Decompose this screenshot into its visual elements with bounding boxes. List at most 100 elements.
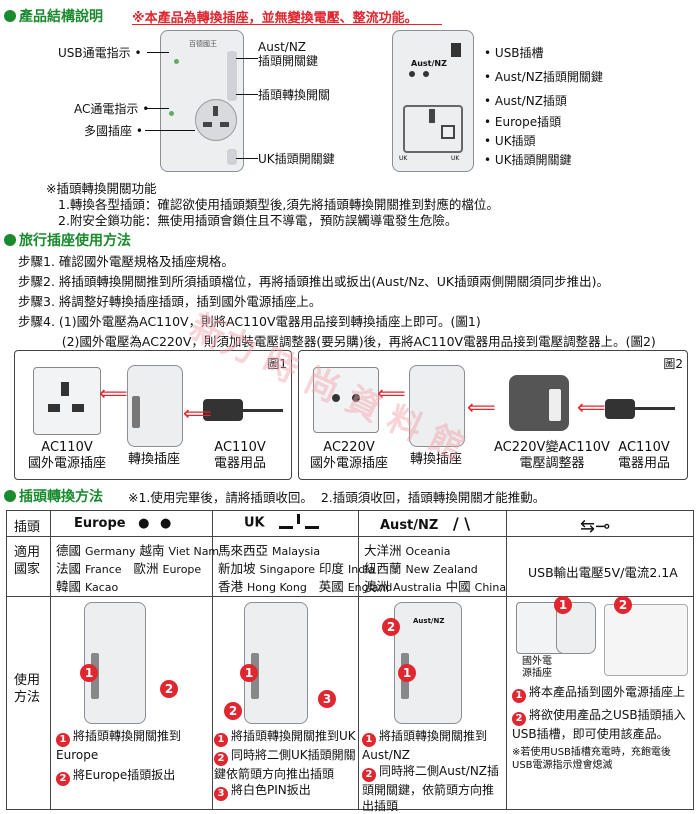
plug-area-icon: [403, 105, 463, 153]
fig2-label-appliance: AC110V 電器用品: [618, 440, 671, 471]
figure-2-tag: 圖2: [663, 357, 683, 371]
fig2-label-wall: AC220V 國外電源插座: [310, 440, 389, 471]
label-aus-plug: • Aust/NZ插頭: [484, 94, 567, 108]
cord-icon: [243, 409, 283, 412]
usb-output-spec: USB輸出電壓5V/電流2.1A: [528, 565, 678, 580]
method-aus-device: Aust/NZ: [394, 602, 462, 724]
fig2-label-converter: AC220V變AC110V 電壓調整器: [494, 440, 610, 471]
label-usb-slot: • USB插槽: [484, 46, 544, 60]
usb-charge-note: ※若使用USB插槽充電時，充飽電後USB電源指示燈會熄滅: [512, 747, 671, 771]
arrow-left-icon: ⟸: [377, 381, 406, 405]
cord-icon: [635, 407, 675, 410]
countries-uk: 馬來西亞 Malaysia 新加坡 Singapore 印度 India 香港 …: [218, 543, 393, 594]
warning-text: ※本產品為轉換插座，並無變換電壓、整流功能。: [132, 11, 418, 26]
device-model-label: Aust/NZ: [413, 617, 445, 625]
label-uk-plug: • UK插頭: [484, 134, 536, 148]
plug-table: [6, 510, 694, 810]
note-title: ※插頭轉換開關功能: [46, 181, 157, 196]
step-2: 步驟2. 將插頭轉換開關推到所須插頭檔位，再將插頭推出或扳出(Aust/Nz、U…: [18, 274, 610, 289]
adapter-back-view: Aust/NZ UK UK: [392, 30, 474, 172]
arrow-left-icon: ⟸: [467, 395, 496, 419]
label-plug-switch: 插頭轉換開關: [258, 88, 331, 102]
usb-adapter-device: [556, 602, 596, 654]
label-usb-indicator: USB通電指示 •: [58, 46, 142, 60]
usb-led-icon: [174, 59, 179, 64]
bullet-icon: [4, 10, 16, 22]
device-brand: 百德國王: [189, 40, 217, 48]
label-uk-switch-left: UK插頭開關鍵: [258, 152, 335, 166]
aus-plug-icon: / \: [452, 514, 471, 533]
uk-mark-right: UK: [451, 155, 460, 162]
arrow-left-icon: ⟸: [99, 381, 128, 405]
label-multi-socket: 多國插座 •: [84, 124, 143, 138]
col-header-aus: Aust/NZ / \: [380, 514, 471, 533]
uk-mark: UK: [399, 155, 408, 162]
usb-icon: ⇆⊸: [580, 516, 611, 537]
fig1-label-adapter: 轉換插座: [128, 452, 181, 467]
step-badge-2: 2: [614, 596, 632, 614]
uk-switch-icon: [227, 149, 237, 165]
step-badge-3: 3: [318, 690, 336, 708]
step-badge-2: 2: [382, 618, 400, 636]
plug-icon: [203, 399, 243, 421]
section-usage-title: 旅行插座使用方法: [4, 230, 131, 250]
row-header-country: 適用 國家: [14, 545, 41, 577]
adapter-icon: [127, 365, 183, 447]
step-badge-2: 2: [224, 702, 242, 720]
countries-aus: 大洋洲 Oceania 紐西蘭 New Zealand 澳洲 Australia…: [364, 543, 507, 594]
step-4-2: (2)國外電壓為AC220V，則須加裝電壓調整器(要另購)後，再將AC110V電…: [18, 334, 656, 349]
slider-icon: [227, 51, 237, 101]
note-1: 1.轉換各型插頭：確認欲使用插頭類型後,須先將插頭轉換開關推到對應的檔位。: [58, 197, 499, 212]
countries-europe: 德國 Germany 越南 Viet Nam 法國 France 歐洲 Euro…: [56, 543, 220, 594]
uk-plug-icon: [277, 514, 321, 532]
section3-note: ※1.使用完畢後，請將插頭收回。 2.插頭須收回，插頭轉換開關才能推動。: [128, 490, 546, 505]
label-ac-indicator: AC通電指示 •: [74, 102, 150, 116]
fig1-label-wall: AC110V 國外電源插座: [28, 440, 107, 471]
figure-1-tag: 圖1: [267, 357, 287, 371]
step-badge-1: 1: [240, 664, 258, 682]
method-europe-device: [84, 602, 146, 724]
row-header-method: 使用 方法: [14, 673, 41, 705]
label-aus-switch-right: • Aust/NZ插頭開關鍵: [484, 70, 603, 84]
plug-icon: [605, 399, 635, 419]
wall-socket-icon: [33, 367, 101, 435]
arrow-left-icon: ⟸: [577, 395, 606, 419]
label-aus-switch-left: Aust/NZ 插頭開關鍵: [258, 40, 319, 68]
label-uk-switch-right: • UK插頭開關鍵: [484, 153, 572, 167]
step-badge-1: 1: [80, 664, 98, 682]
ac-led-icon: [169, 111, 174, 116]
section-plug-switch-title: 插頭轉換方法: [4, 486, 103, 506]
step-4-1: 步驟4. (1)國外電壓為AC110V，則將AC110V電器用品接到轉換插座上即…: [18, 314, 481, 329]
row-header-plug: 插頭: [14, 520, 41, 535]
bullet-icon: [4, 490, 16, 502]
step-badge-1: 1: [398, 664, 416, 682]
step-1: 步驟1. 確認國外電壓規格及插座規格。: [18, 254, 234, 269]
warning-underline: [132, 24, 442, 25]
bullet-icon: [4, 234, 16, 246]
step-badge-1: 1: [554, 596, 572, 614]
note-2: 2.附安全鎖功能：無使用插頭會鎖住且不導電，預防誤觸導電發生危險。: [58, 213, 458, 228]
method-uk-device: [244, 602, 308, 724]
figure-1: 圖1 ⟸ ⟸: [14, 350, 292, 480]
arrow-left-icon: ⟸: [183, 401, 212, 425]
step-3: 步驟3. 將調整好轉換插座插頭，插到國外電源插座上。: [18, 294, 322, 309]
voltage-converter-icon: [509, 375, 569, 431]
step-badge-2: 2: [160, 680, 178, 698]
usb-device-closeup: [604, 604, 688, 676]
adapter-front-view: 百德國王: [160, 30, 244, 172]
usb-slot-icon: [451, 43, 461, 57]
socket-icon: [195, 99, 237, 141]
section-product-structure-title: 產品結構說明: [4, 6, 103, 26]
device-model-label: Aust/NZ: [411, 59, 447, 68]
label-europe-plug: • Europe插頭: [484, 115, 562, 129]
adapter-icon: [409, 365, 465, 447]
col-header-uk: UK: [244, 514, 321, 532]
wall-socket-icon: [313, 367, 379, 433]
fig1-label-appliance: AC110V 電器用品: [214, 440, 267, 471]
usb-socket-label: 國外電 源插座: [522, 656, 552, 679]
col-header-europe: Europe ● ●: [74, 516, 172, 531]
